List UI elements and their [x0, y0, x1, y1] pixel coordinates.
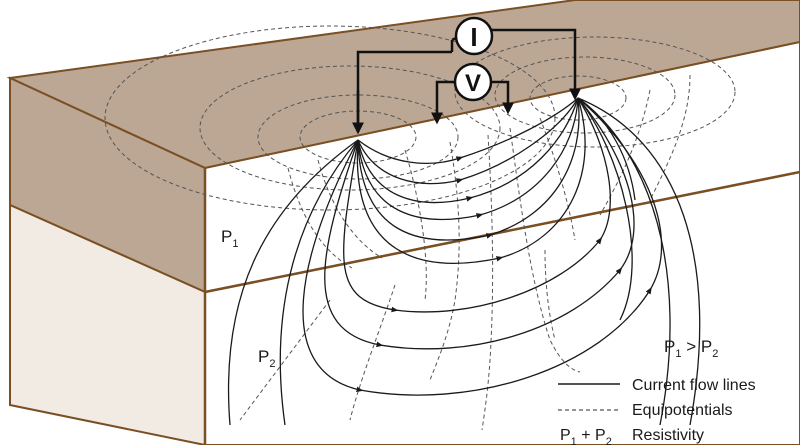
legend-current-label: Current flow lines: [632, 377, 756, 394]
equipotential-lines: [104, 25, 736, 431]
lower-layer-side: [9, 203, 206, 445]
current-meter-icon: [454, 16, 494, 56]
legend-equipotential-label: Equipotentials: [632, 402, 733, 419]
voltage-meter-label: V: [465, 70, 481, 97]
layer-boundary: [204, 170, 800, 294]
resistivity-relation: P1 > P2: [664, 337, 718, 360]
voltage-meter-icon: [453, 62, 493, 102]
meter-circuit: [352, 28, 581, 135]
lower-layer-label: P2: [258, 347, 275, 370]
upper-layer-label: P1: [221, 227, 238, 250]
current-meter-label: I: [470, 22, 477, 52]
legend: Current flow lines Equipotentials P1 + P…: [558, 377, 756, 445]
current-flow-lines: [227, 97, 701, 426]
